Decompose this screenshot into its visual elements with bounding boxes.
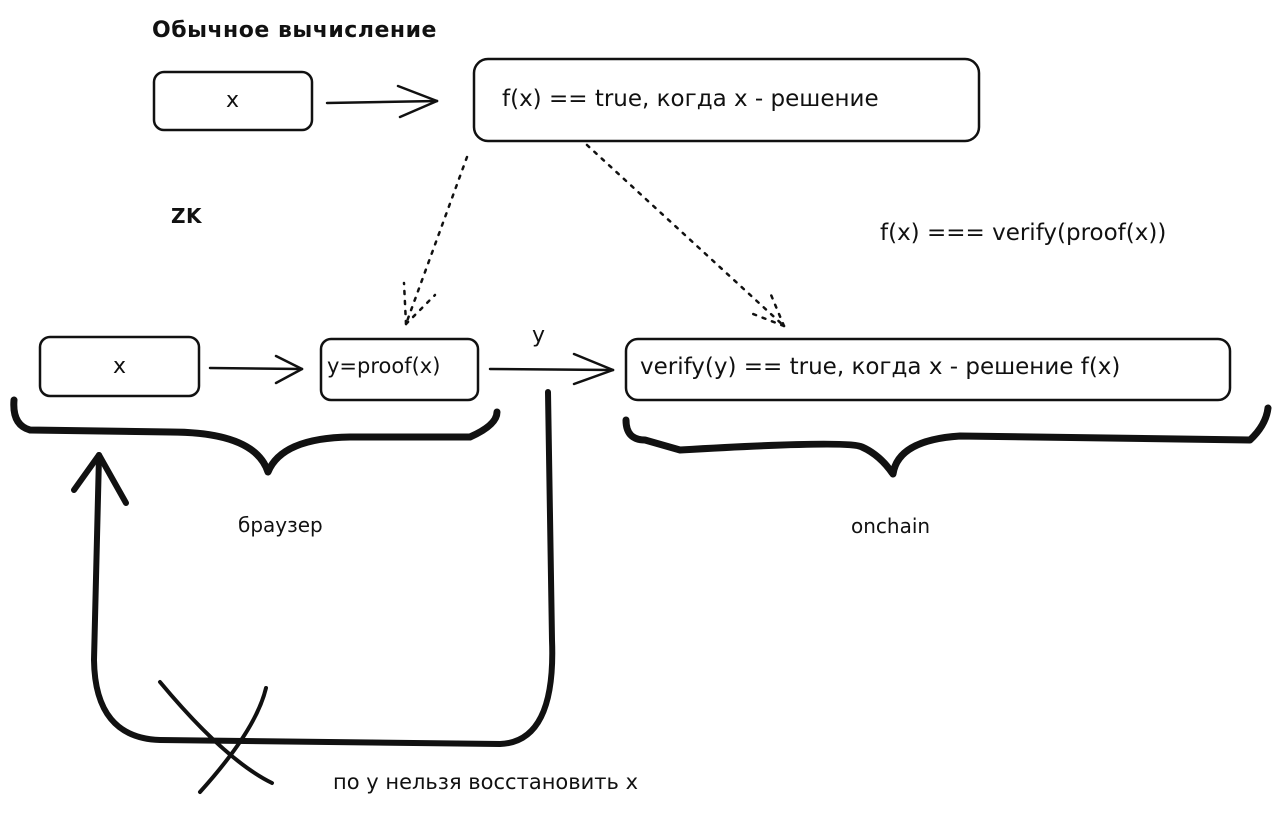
zk-verify-box — [624, 337, 1232, 402]
zk-proof-box — [319, 337, 480, 402]
zk-input-label: x — [113, 354, 127, 379]
zk-input-arrow — [208, 354, 304, 385]
zk-input-box — [38, 335, 201, 398]
onchain-brace — [622, 404, 1272, 478]
loop-arrow-head — [71, 452, 129, 506]
zk-edge-label: y — [532, 323, 546, 348]
zk-proof-arrow — [488, 352, 615, 386]
zk-verify-label: verify(y) == true, когда x - решение f(x… — [640, 354, 1121, 380]
zk-proof-label: y=proof(x) — [327, 354, 441, 378]
zk-title: ZK — [171, 204, 202, 228]
dotted-arrow-to-verify — [585, 143, 786, 328]
onchain-group-label: onchain — [851, 514, 931, 538]
cross-mark-icon — [158, 680, 274, 794]
normal-input-box — [152, 70, 314, 132]
irreversibility-note: по y нельзя восстановить x — [333, 770, 639, 794]
identity-formula: f(x) === verify(proof(x)) — [880, 220, 1167, 246]
browser-brace — [10, 396, 501, 476]
normal-flow-arrow — [325, 84, 439, 119]
normal-function-box — [472, 57, 981, 143]
browser-group-label: браузер — [238, 513, 323, 537]
loop-back-arrow — [91, 389, 556, 747]
normal-computation-title: Обычное вычисление — [152, 18, 437, 43]
normal-input-label: x — [226, 88, 240, 113]
dotted-arrow-to-proof — [402, 155, 469, 326]
normal-function-label: f(x) == true, когда x - решение — [502, 86, 879, 112]
